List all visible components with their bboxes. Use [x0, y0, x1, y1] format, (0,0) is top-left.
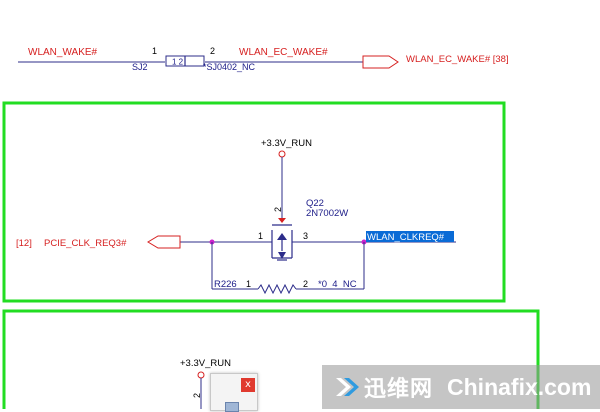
watermark: 迅维网 Chinafix.com [322, 365, 600, 409]
sj2-pin2: 2 [210, 46, 215, 56]
wake-net-group: WLAN_WAKE# 1 2 1 2 SJ2 *SJ0402_NC WLAN_E… [18, 46, 509, 72]
sj2-pin1: 1 [152, 46, 157, 56]
r226-pin1: 1 [246, 279, 251, 289]
net-label-ec-wake-port: WLAN_EC_WAKE# [38] [406, 54, 509, 65]
r226-resistor-body [257, 283, 297, 295]
port-arrow-pcie-clk [147, 235, 181, 249]
net-label-pcie-clk: PCIE_CLK_REQ3# [44, 238, 127, 249]
net-label-pcie-ref: [12] [16, 238, 32, 249]
q22-diode [278, 252, 286, 259]
net-label-wlan-wake: WLAN_WAKE# [28, 47, 98, 58]
power-pin-symbol-lower [197, 371, 205, 379]
net-label-wlan-ec-wake: WLAN_EC_WAKE# [239, 47, 328, 58]
watermark-cn-text: 迅维网 [364, 376, 434, 401]
q22-circuit: +3.3V_RUN 2 Q22 2N7002W 1 3 PCIE_CLK_REQ… [16, 138, 456, 295]
sj2-jumper-pins: 1 2 [172, 58, 184, 67]
arrow-logo-icon [336, 378, 359, 396]
close-icon[interactable]: x [241, 378, 255, 392]
r226-value: *0_4_NC [318, 279, 357, 290]
highlight-box-upper [2, 101, 506, 303]
q22-pin1-label: 1 [258, 231, 263, 241]
popup-window[interactable]: x [210, 373, 258, 412]
sj2-ref: SJ2 [132, 62, 148, 72]
power-label-3v3-run: +3.3V_RUN [261, 138, 312, 149]
lower-pin2-label: 2 [192, 393, 202, 398]
q22-pin3-label: 3 [303, 231, 308, 241]
q22-value: 2N7002W [306, 208, 348, 219]
r226-pin2: 2 [303, 279, 308, 289]
r226-ref: R226 [214, 279, 237, 290]
document-icon[interactable] [225, 402, 239, 412]
selection-highlight[interactable] [366, 231, 454, 242]
net-label-wlan-clkreq[interactable]: WLAN_CLKREQ# [367, 232, 445, 243]
q22-pin2-label: 2 [273, 207, 283, 212]
watermark-en-text: Chinafix.com [447, 373, 592, 400]
port-arrow-ec-wake [362, 55, 399, 69]
lower-circuit: +3.3V_RUN 2 [180, 358, 231, 409]
q22-body-arrow [277, 233, 287, 240]
power-label-3v3-run-lower: +3.3V_RUN [180, 358, 231, 369]
q22-ref: Q22 [306, 198, 324, 209]
q22-gate-arrow [278, 218, 286, 223]
power-pin-symbol [278, 150, 286, 158]
sj2-value: *SJ0402_NC [203, 62, 256, 72]
